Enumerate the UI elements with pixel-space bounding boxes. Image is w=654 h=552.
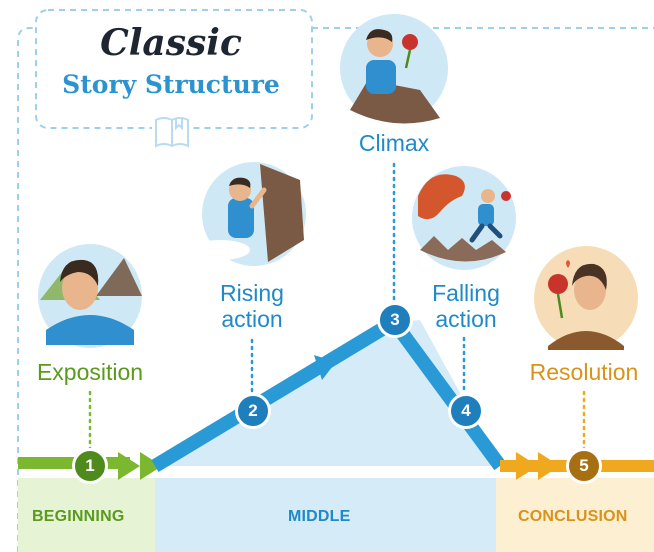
beginning-zone bbox=[18, 478, 158, 552]
man-fleeing-dragon-icon bbox=[412, 166, 516, 270]
stage-label-exposition: Exposition bbox=[20, 359, 160, 386]
stage-number-badge-1: 1 bbox=[72, 448, 108, 484]
stage-number-badge-2: 2 bbox=[235, 393, 271, 429]
stage-number-badge-4: 4 bbox=[448, 393, 484, 429]
falling-label-line-2: action bbox=[435, 305, 497, 332]
middle-zone bbox=[155, 478, 500, 552]
beginning-arrow-1 bbox=[118, 452, 140, 480]
conclusion-arrow-1 bbox=[516, 452, 538, 480]
zone-label-middle: MIDDLE bbox=[288, 508, 351, 525]
exposition-label-text: Exposition bbox=[36, 359, 144, 385]
zone-label-conclusion: CONCLUSION bbox=[518, 508, 628, 525]
zone-label-beginning: BEGINNING bbox=[32, 508, 125, 525]
resolution-label-text: Resolution bbox=[529, 359, 639, 385]
stage-label-climax: Climax bbox=[344, 130, 444, 157]
frame-border-left bbox=[17, 27, 36, 552]
stage-label-resolution: Resolution bbox=[514, 359, 654, 386]
woman-with-rose-icon bbox=[534, 246, 638, 350]
stage-number-badge-5: 5 bbox=[566, 448, 602, 484]
conclusion-zone bbox=[496, 478, 654, 552]
rising-label-line-1: Rising bbox=[220, 280, 284, 306]
book-icon bbox=[152, 114, 192, 150]
rising-arrow bbox=[314, 355, 336, 380]
stage-label-rising-action: Rising action bbox=[196, 280, 308, 333]
falling-label-line-1: Falling bbox=[432, 280, 500, 306]
stage-label-falling-action: Falling action bbox=[410, 280, 522, 333]
beginning-arrow-2 bbox=[140, 452, 162, 480]
rising-label-line-2: action bbox=[221, 305, 283, 332]
conclusion-arrow-2 bbox=[538, 452, 560, 480]
young-man-portrait-icon bbox=[38, 244, 142, 348]
man-on-cliff-with-rose-icon bbox=[340, 14, 448, 124]
man-climbing-cliff-icon bbox=[190, 162, 306, 266]
title-line-2: Story Structure bbox=[62, 70, 280, 99]
stage-number-badge-3: 3 bbox=[377, 302, 413, 338]
title-line-1: Classic bbox=[100, 22, 242, 64]
climax-label-text: Climax bbox=[358, 130, 430, 156]
